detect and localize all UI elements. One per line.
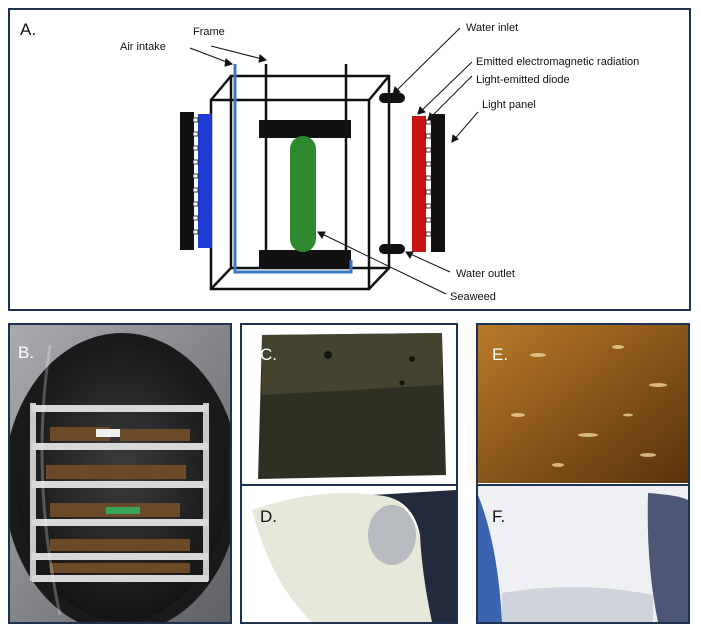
label-light-panel: Light panel (482, 99, 536, 111)
glove-right-f (647, 493, 688, 622)
film-c-d-illustration (242, 325, 456, 622)
film-e-f-illustration (478, 325, 688, 622)
label-air-intake: Air intake (120, 41, 166, 53)
left-led-strip (198, 114, 212, 248)
seaweed-shape (290, 136, 316, 252)
panel-a-schematic: A. (8, 8, 691, 311)
top-clamp (259, 120, 351, 138)
label-seaweed: Seaweed (450, 291, 496, 303)
panel-c-label: C. (260, 345, 277, 364)
tray-rack (30, 403, 209, 582)
panel-b-label: B. (18, 343, 35, 362)
panel-cd-film-photos: C. D. (240, 323, 458, 624)
label-water-outlet: Water outlet (456, 268, 515, 280)
panel-ef-film-photos: E. F. (476, 323, 690, 624)
callout-arrows (189, 27, 479, 295)
label-emitted-radiation: Emitted electromagnetic radiation (476, 56, 639, 68)
panel-e-label: E. (492, 345, 509, 364)
bottom-clamp (259, 250, 351, 268)
label-led: Light-emitted diode (476, 74, 570, 86)
air-intake-tube (233, 64, 353, 274)
label-water-inlet: Water inlet (466, 22, 518, 34)
right-led-diodes (425, 119, 432, 237)
glove-hand-d (372, 490, 456, 622)
photobioreactor-diagram: Frame Air intake Water inlet Emitted ele… (120, 22, 639, 303)
freeze-dryer-illustration (10, 325, 230, 622)
panel-b-freeze-dryer-photo: B. (8, 323, 232, 624)
amber-film-sheet (478, 325, 688, 483)
water-outlet-port (379, 244, 405, 254)
right-led-strip (412, 116, 426, 252)
panel-f-label: F. (492, 507, 506, 526)
panel-a-label: A. (20, 20, 37, 39)
glove-left-f (478, 495, 502, 622)
right-light-panel (431, 114, 445, 252)
label-frame: Frame (193, 26, 225, 38)
left-light-panel (180, 112, 194, 250)
left-led-diodes (192, 117, 199, 235)
water-inlet-port (379, 93, 405, 103)
panel-d-label: D. (260, 507, 277, 526)
